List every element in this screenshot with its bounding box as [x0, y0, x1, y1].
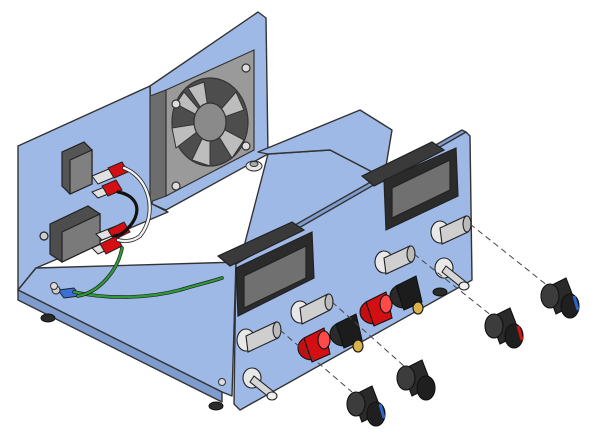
potentiometer — [374, 245, 416, 275]
rubber-feet — [40, 287, 448, 411]
base-front-lip — [17, 289, 223, 403]
display-body — [216, 221, 306, 267]
display-body — [360, 141, 446, 187]
dashed-line — [331, 301, 405, 367]
foot — [208, 401, 224, 411]
display-screen — [391, 159, 451, 219]
fan-screw — [241, 141, 251, 151]
fan-frame-side — [149, 89, 167, 203]
control-knob — [346, 385, 386, 427]
foot — [40, 313, 56, 323]
voltmeter-display — [216, 221, 315, 317]
potentiometer — [290, 293, 334, 325]
control-knob — [540, 277, 580, 319]
fan-hub — [193, 102, 227, 142]
control-knobs — [346, 277, 580, 427]
nut — [245, 160, 263, 172]
dashed-line — [413, 253, 493, 317]
wire-black — [112, 190, 139, 238]
screw — [50, 282, 58, 290]
wires — [72, 166, 224, 299]
cooling-fan — [149, 49, 255, 203]
binding-posts — [297, 275, 424, 363]
toggle-switches — [242, 257, 470, 401]
ac-inlet-socket — [39, 205, 101, 263]
dashed-line — [279, 329, 353, 393]
toggle-switch — [242, 367, 278, 401]
terminal-red — [91, 161, 129, 185]
screw — [39, 231, 49, 241]
ac-switch — [61, 141, 93, 195]
binding-post-black — [389, 275, 424, 315]
binding-post-red — [359, 291, 393, 327]
potentiometer — [236, 321, 282, 353]
binding-post-red — [297, 327, 331, 363]
fan-screw — [241, 63, 251, 73]
panel-screws — [50, 282, 226, 386]
dashed-line — [469, 223, 549, 287]
potentiometers — [236, 215, 472, 353]
binding-post-black — [329, 313, 364, 353]
assembly-lines — [279, 223, 549, 393]
display-screen — [243, 245, 307, 309]
toggle-switch — [434, 257, 470, 291]
ac-switch-face — [69, 149, 93, 195]
screw — [218, 378, 226, 386]
fan-screw — [171, 99, 181, 109]
fan-screw — [171, 181, 181, 191]
foot — [432, 287, 448, 297]
control-knob — [396, 359, 436, 401]
control-knob — [484, 307, 524, 349]
potentiometer — [430, 215, 472, 245]
voltmeter-display — [360, 141, 459, 231]
